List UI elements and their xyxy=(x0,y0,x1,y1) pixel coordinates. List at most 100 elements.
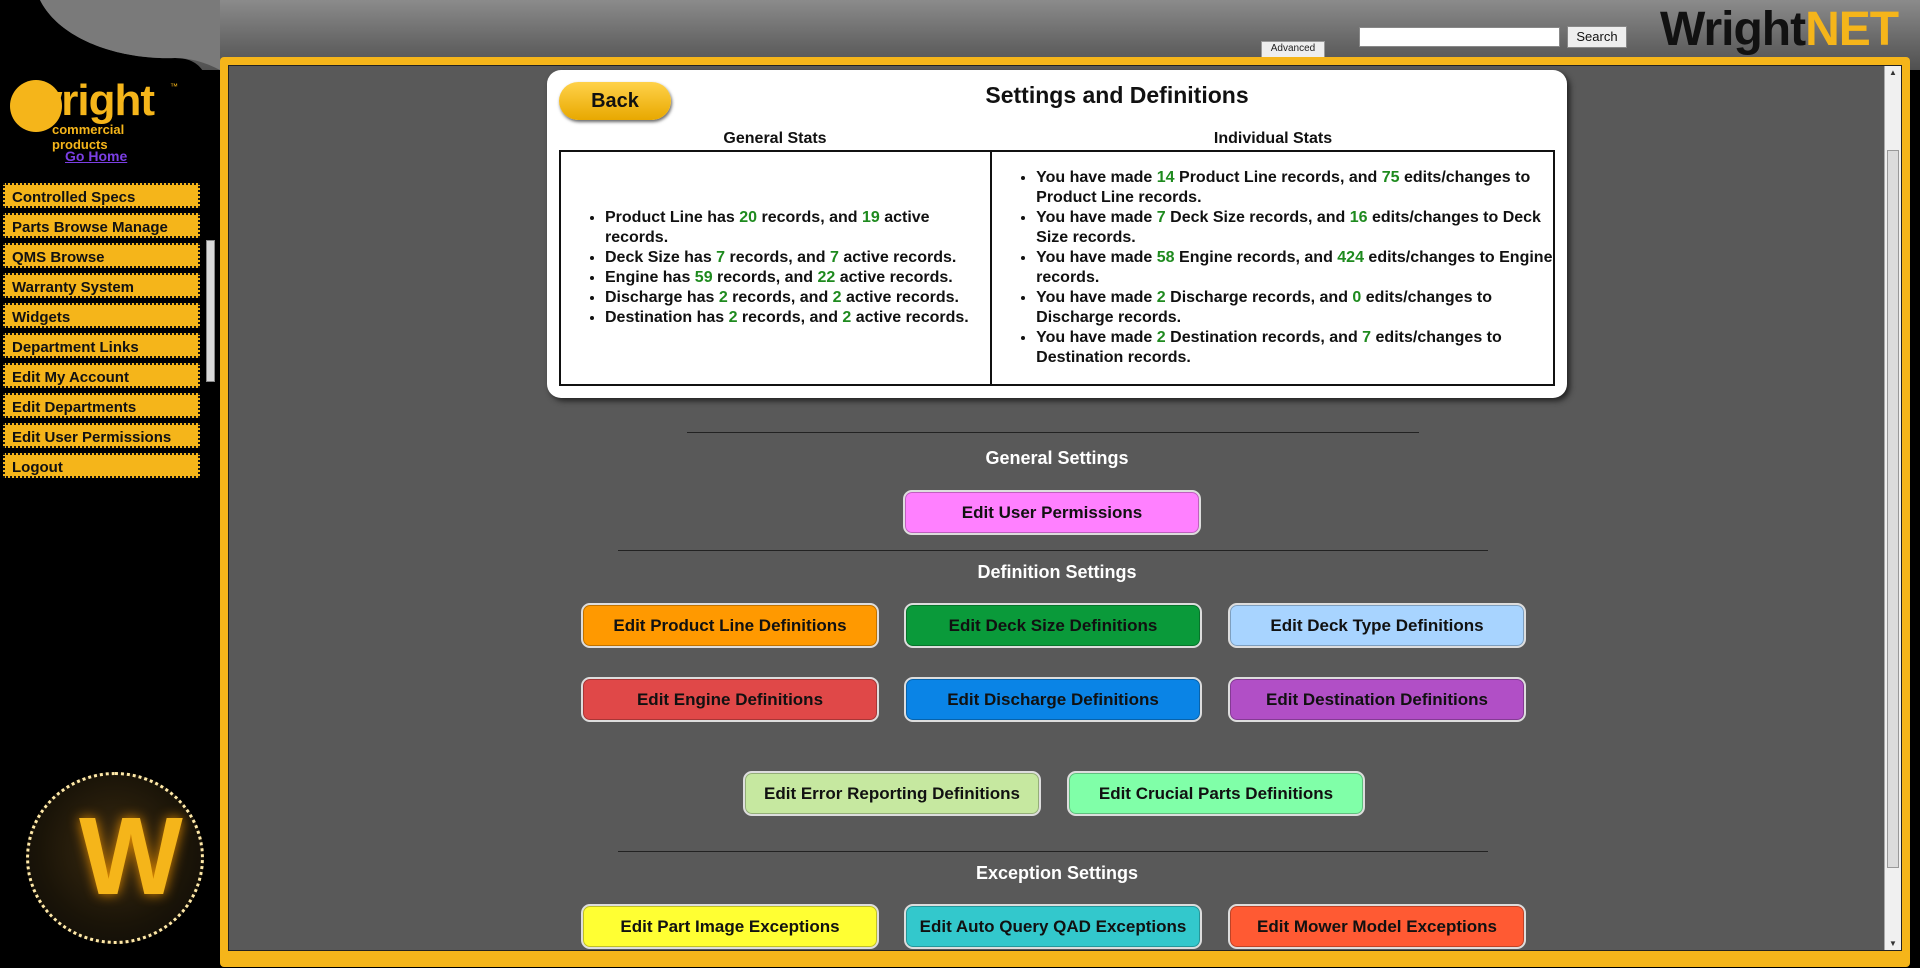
sidebar-item-parts-browse-manage[interactable]: Parts Browse Manage xyxy=(3,213,200,238)
divider xyxy=(618,550,1488,551)
stat-text: Discharge has xyxy=(605,289,719,306)
logo-trademark: ™ xyxy=(170,82,178,91)
stat-text: Engine has xyxy=(605,269,695,286)
edit-destination-definitions-button[interactable]: Edit Destination Definitions xyxy=(1228,677,1526,722)
stat-number: 58 xyxy=(1156,249,1175,266)
stat-number: 2 xyxy=(728,309,738,326)
stat-text: Engine records, and xyxy=(1174,249,1338,266)
general-stat-item: Discharge has 2 records, and 2 active re… xyxy=(605,288,990,308)
stat-number: 2 xyxy=(718,289,728,306)
edit-discharge-definitions-button[interactable]: Edit Discharge Definitions xyxy=(904,677,1202,722)
general-settings-title: General Settings xyxy=(985,448,1129,468)
stat-text: Discharge records, and xyxy=(1165,289,1353,306)
brand-part2: NET xyxy=(1805,3,1899,56)
sidebar-item-edit-user-permissions[interactable]: Edit User Permissions xyxy=(3,423,200,448)
stat-number: 22 xyxy=(817,269,836,286)
stat-number: 2 xyxy=(1156,289,1166,306)
definition-settings-title: Definition Settings xyxy=(977,562,1137,582)
individual-stats-heading: Individual Stats xyxy=(1213,130,1333,147)
stat-number: 20 xyxy=(739,209,758,226)
edit-auto-query-qad-exceptions-button[interactable]: Edit Auto Query QAD Exceptions xyxy=(904,904,1202,949)
stat-number: 7 xyxy=(830,249,839,266)
sidebar-scrollbar[interactable] xyxy=(206,240,215,382)
sidebar-item-widgets[interactable]: Widgets xyxy=(3,303,200,328)
divider xyxy=(618,851,1488,852)
back-button[interactable]: Back xyxy=(559,82,671,120)
stat-text: You have made xyxy=(1036,209,1157,226)
stat-text: You have made xyxy=(1036,329,1157,346)
stat-text: edits/changes to Product Line records. xyxy=(1036,169,1531,206)
search-input[interactable] xyxy=(1359,27,1560,47)
wright-badge-logo: W xyxy=(26,772,204,944)
general-stats-cell: Product Line has 20 records, and 19 acti… xyxy=(560,151,992,385)
scroll-up-icon[interactable]: ▲ xyxy=(1889,68,1897,77)
edit-user-permissions-button[interactable]: Edit User Permissions xyxy=(903,490,1201,535)
stat-number: 2 xyxy=(832,289,842,306)
individual-stat-item: You have made 2 Destination records, and… xyxy=(1036,328,1553,368)
scrollbar-thumb[interactable] xyxy=(1887,150,1899,868)
badge-letter: W xyxy=(79,795,183,918)
sidebar-item-edit-departments[interactable]: Edit Departments xyxy=(3,393,200,418)
general-stat-item: Destination has 2 records, and 2 active … xyxy=(605,308,990,328)
stat-text: edits/changes to Engine records. xyxy=(1036,249,1553,286)
page-title: Settings and Definitions xyxy=(985,82,1249,108)
logo-circle-icon xyxy=(10,80,62,132)
stat-text: active records. xyxy=(605,209,930,246)
stat-text: edits/changes to Destination records. xyxy=(1036,329,1502,366)
stat-text: records, and xyxy=(737,309,843,326)
stats-table: Product Line has 20 records, and 19 acti… xyxy=(559,150,1555,386)
main-frame: Back Settings and Definitions General St… xyxy=(220,57,1910,967)
edit-deck-type-definitions-button[interactable]: Edit Deck Type Definitions xyxy=(1228,603,1526,648)
logo-subtitle: commercial products xyxy=(52,122,125,152)
stat-text: Destination records, and xyxy=(1165,329,1363,346)
sidebar-item-logout[interactable]: Logout xyxy=(3,453,200,478)
logo-text: wright xyxy=(28,76,155,125)
stat-text: records, and xyxy=(712,269,818,286)
individual-stat-item: You have made 58 Engine records, and 424… xyxy=(1036,248,1553,288)
sidebar-item-controlled-specs[interactable]: Controlled Specs xyxy=(3,183,200,208)
stat-text: records, and xyxy=(725,249,830,266)
stat-text: records, and xyxy=(757,209,862,226)
general-stat-item: Product Line has 20 records, and 19 acti… xyxy=(605,208,990,248)
individual-stat-item: You have made 14 Product Line records, a… xyxy=(1036,168,1553,208)
stat-number: 59 xyxy=(694,269,713,286)
brand-part1: Wright xyxy=(1660,3,1806,56)
stat-text: records, and xyxy=(727,289,833,306)
stat-text: You have made xyxy=(1036,169,1157,186)
individual-stat-item: You have made 7 Deck Size records, and 1… xyxy=(1036,208,1553,248)
stat-text: edits/changes to Deck Size records. xyxy=(1036,209,1541,246)
stat-number: 19 xyxy=(861,209,880,226)
edit-mower-model-exceptions-button[interactable]: Edit Mower Model Exceptions xyxy=(1228,904,1526,949)
sidebar-item-edit-my-account[interactable]: Edit My Account xyxy=(3,363,200,388)
edit-deck-size-definitions-button[interactable]: Edit Deck Size Definitions xyxy=(904,603,1202,648)
divider xyxy=(687,432,1419,433)
stat-text: Destination has xyxy=(605,309,729,326)
main-content: Back Settings and Definitions General St… xyxy=(228,65,1902,951)
stat-number: 0 xyxy=(1352,289,1362,306)
edit-error-reporting-definitions-button[interactable]: Edit Error Reporting Definitions xyxy=(743,771,1041,816)
edit-engine-definitions-button[interactable]: Edit Engine Definitions xyxy=(581,677,879,722)
edit-part-image-exceptions-button[interactable]: Edit Part Image Exceptions xyxy=(581,904,879,949)
stat-number: 14 xyxy=(1156,169,1175,186)
sidebar-item-qms-browse[interactable]: QMS Browse xyxy=(3,243,200,268)
exception-settings-title: Exception Settings xyxy=(975,863,1139,883)
wright-logo[interactable]: wright ™ commercial products xyxy=(10,76,180,152)
edit-crucial-parts-definitions-button[interactable]: Edit Crucial Parts Definitions xyxy=(1067,771,1365,816)
advanced-search-button[interactable]: Advanced xyxy=(1261,41,1325,58)
stat-number: 16 xyxy=(1349,209,1368,226)
sidebar-item-department-links[interactable]: Department Links xyxy=(3,333,200,358)
stat-text: Product Line records, and xyxy=(1174,169,1382,186)
edit-product-line-definitions-button[interactable]: Edit Product Line Definitions xyxy=(581,603,879,648)
sidebar-item-warranty-system[interactable]: Warranty System xyxy=(3,273,200,298)
stat-text: active records. xyxy=(835,269,953,286)
stat-number: 7 xyxy=(716,249,726,266)
stat-text: Product Line has xyxy=(605,209,740,226)
stat-number: 424 xyxy=(1337,249,1364,266)
stat-number: 7 xyxy=(1362,329,1372,346)
search-button[interactable]: Search xyxy=(1567,26,1627,48)
scroll-down-icon[interactable]: ▼ xyxy=(1889,939,1897,948)
stat-text: active records. xyxy=(851,309,969,326)
go-home-link[interactable]: Go Home xyxy=(65,148,128,164)
stat-number: 7 xyxy=(1156,209,1166,226)
main-scrollbar[interactable]: ▲ ▼ xyxy=(1884,66,1901,950)
